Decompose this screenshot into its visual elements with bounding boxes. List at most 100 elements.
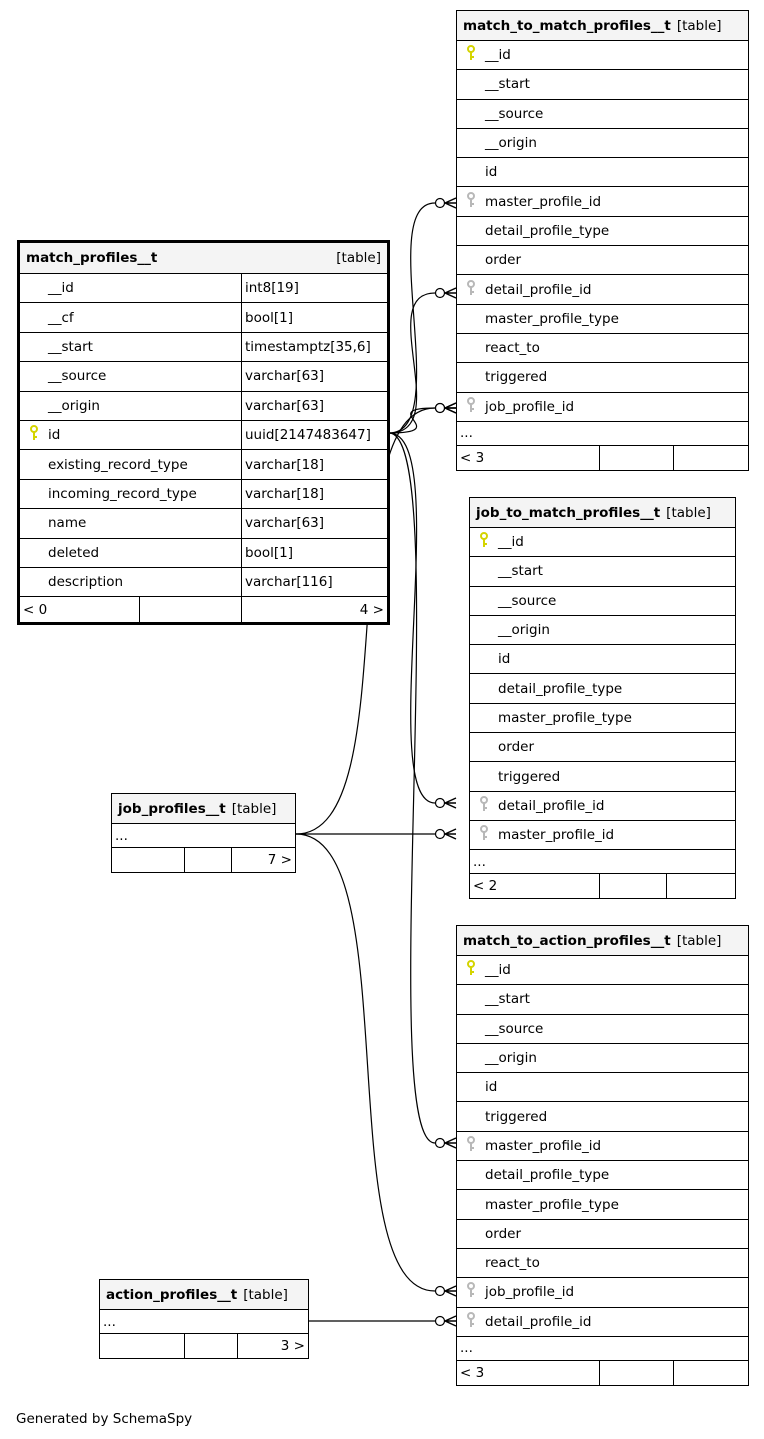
- column-row[interactable]: master_profile_type: [457, 305, 748, 334]
- column-name: detail_profile_id: [485, 1313, 592, 1330]
- footer-cell[interactable]: < 2: [470, 874, 600, 899]
- column-row[interactable]: master_profile_id: [470, 821, 735, 851]
- column-name: id: [485, 1079, 498, 1096]
- zero-cardinality-icon: [434, 197, 446, 209]
- footer-cell[interactable]: < 3: [457, 445, 600, 470]
- footer-cell: [100, 1334, 186, 1358]
- table-job-to-match-profiles-t[interactable]: job_to_match_profiles__t[table]__id __sta…: [469, 497, 736, 900]
- footer-cell: [667, 874, 735, 898]
- column-row[interactable]: __start: [457, 70, 748, 100]
- column-row[interactable]: job_profile_id: [457, 393, 748, 422]
- column-row[interactable]: __origin: [457, 129, 748, 159]
- column-row[interactable]: __start: [457, 985, 748, 1015]
- table-header[interactable]: action_profiles__t[table]: [100, 1280, 308, 1310]
- column-type: varchar[18]: [241, 450, 387, 479]
- column-row[interactable]: job_profile_id: [457, 1278, 748, 1308]
- table-action-profiles-t[interactable]: action_profiles__t[table]... 3 >: [99, 1279, 309, 1359]
- column-row[interactable]: __origin: [470, 616, 735, 646]
- column-row[interactable]: detail_profile_id: [470, 792, 735, 821]
- column-row[interactable]: __id: [457, 41, 748, 71]
- more-columns[interactable]: ...: [470, 850, 735, 875]
- column-row[interactable]: master_profile_id: [457, 1132, 748, 1162]
- column-row[interactable]: order: [457, 246, 748, 276]
- table-header[interactable]: match_to_action_profiles__t[table]: [457, 926, 748, 956]
- zero-cardinality-icon: [434, 828, 446, 840]
- column-row[interactable]: triggered: [470, 762, 735, 792]
- column-row[interactable]: detail_profile_type: [457, 1161, 748, 1191]
- crows-foot-many-icon: [444, 1285, 457, 1297]
- column-row[interactable]: master_profile_type: [470, 704, 735, 734]
- column-row[interactable]: order: [470, 733, 735, 763]
- more-columns[interactable]: ...: [457, 422, 748, 446]
- column-row[interactable]: detail_profile_id: [457, 275, 748, 305]
- more-columns[interactable]: ...: [100, 1310, 308, 1334]
- footer-cell[interactable]: < 0: [20, 597, 141, 623]
- column-row[interactable]: __source: [457, 1015, 748, 1044]
- footer-cell[interactable]: 7 >: [267, 852, 292, 868]
- column-type: int8[19]: [241, 274, 387, 303]
- table-match-to-match-profiles-t[interactable]: match_to_match_profiles__t[table]__id__s…: [456, 10, 749, 471]
- column-row[interactable]: master_profile_type: [457, 1190, 748, 1220]
- column-name: __start: [498, 563, 543, 580]
- column-name: order: [498, 739, 534, 756]
- column-name: __source: [48, 368, 107, 385]
- table-footer: < 3: [457, 1360, 748, 1385]
- column-row[interactable]: detail_profile_id: [457, 1308, 748, 1337]
- column-row[interactable]: triggered: [457, 363, 748, 393]
- column-row[interactable]: __id: [470, 528, 735, 558]
- column-name: __origin: [498, 622, 550, 639]
- column-row[interactable]: master_profile_id: [457, 187, 748, 217]
- table-match-to-action-profiles-t[interactable]: match_to_action_profiles__t[table]__id__…: [456, 925, 749, 1386]
- footer-cell[interactable]: < 3: [457, 1360, 600, 1385]
- footer-cell: [185, 1334, 238, 1358]
- column-name: master_profile_type: [498, 709, 632, 726]
- table-header[interactable]: match_profiles__t[table]: [20, 243, 387, 274]
- column-row[interactable]: __source: [457, 100, 748, 129]
- foreign-key-icon: [467, 396, 475, 417]
- column-row[interactable]: id: [470, 645, 735, 675]
- column-row[interactable]: react_to: [457, 1249, 748, 1279]
- table-job-profiles-t[interactable]: job_profiles__t[table]... 7 >: [111, 793, 296, 873]
- table-header[interactable]: match_to_match_profiles__t[table]: [457, 11, 748, 41]
- column-name: id: [485, 164, 498, 181]
- more-columns[interactable]: ...: [112, 824, 295, 848]
- column-row[interactable]: order: [457, 1220, 748, 1249]
- column-row[interactable]: detail_profile_type: [470, 674, 735, 704]
- table-type: [table]: [676, 932, 722, 949]
- table-header[interactable]: job_to_match_profiles__t[table]: [470, 498, 735, 528]
- column-row[interactable]: triggered: [457, 1102, 748, 1132]
- column-row[interactable]: react_to: [457, 334, 748, 364]
- primary-key-icon: [480, 532, 488, 552]
- relationship-line: [388, 202, 436, 434]
- table-header[interactable]: job_profiles__t[table]: [112, 794, 295, 824]
- column-row[interactable]: detail_profile_type: [457, 217, 748, 247]
- column-row[interactable]: __id: [457, 956, 748, 986]
- column-row[interactable]: __source: [470, 587, 735, 616]
- column-row[interactable]: __origin: [457, 1044, 748, 1074]
- column-row[interactable]: id: [457, 1073, 748, 1103]
- footer-cell[interactable]: 4 >: [359, 601, 384, 618]
- footer-cell[interactable]: 3 >: [280, 1338, 305, 1354]
- column-type: bool[1]: [241, 538, 387, 567]
- relationship-line: [388, 432, 436, 1144]
- foreign-key-icon: [480, 795, 488, 816]
- crows-foot-many-icon: [444, 402, 457, 414]
- column-name: detail_profile_type: [485, 222, 610, 239]
- column-row[interactable]: id: [457, 158, 748, 188]
- column-row[interactable]: __start: [470, 557, 735, 587]
- column-type: varchar[63]: [241, 391, 387, 420]
- table-type: [table]: [231, 800, 277, 817]
- more-columns[interactable]: ...: [457, 1337, 748, 1361]
